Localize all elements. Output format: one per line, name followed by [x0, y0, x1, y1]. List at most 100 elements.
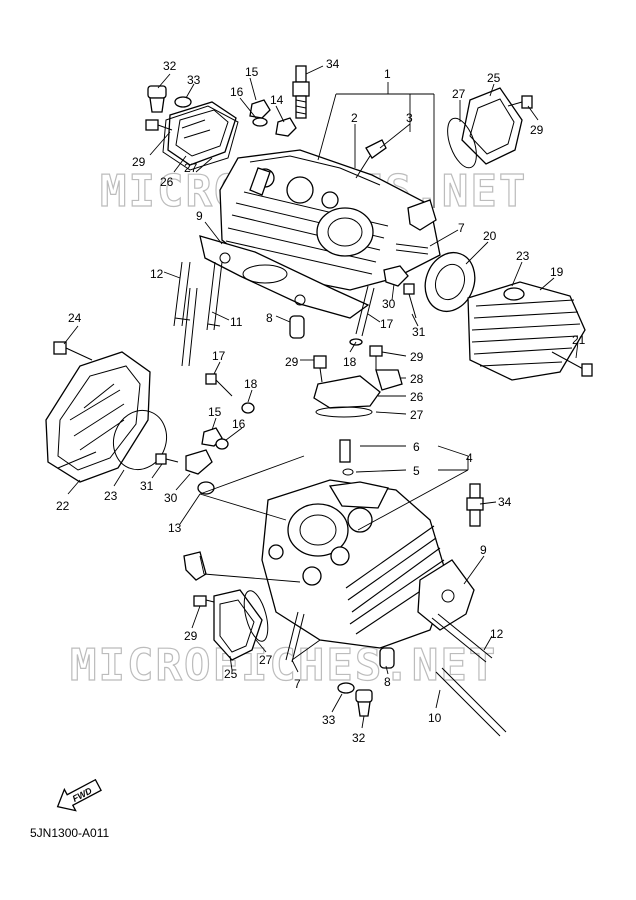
callout-numbers: 32 33 15 34 1 16 14 2 3 25 27 29 29 26 2…: [56, 57, 586, 745]
callout: 15: [208, 405, 222, 419]
callout: 5: [413, 464, 420, 478]
washer-33-upper: [174, 96, 192, 108]
callout: 8: [384, 675, 391, 689]
valve-guide-lower: [339, 439, 354, 476]
callout: 23: [516, 249, 530, 263]
callout: 23: [104, 489, 118, 503]
callout: 29: [184, 629, 198, 643]
intake-fitting-upper: [407, 199, 437, 231]
elbow-fitting-lower: [183, 551, 207, 581]
callout: 26: [160, 175, 174, 189]
bolt-32-lower: [355, 689, 373, 717]
callout: 18: [244, 377, 258, 391]
callout: 31: [140, 479, 154, 493]
bracket-30-left: [185, 449, 213, 475]
callout: 27: [452, 87, 466, 101]
bolt-29-lower-left-mid: [313, 355, 327, 383]
callout: 30: [164, 491, 178, 505]
rear-cylinder-head: [219, 149, 441, 291]
callout: 20: [483, 229, 497, 243]
front-cylinder-head: [261, 479, 449, 649]
callout: 11: [230, 315, 243, 329]
callout: 13: [168, 521, 182, 535]
callout: 32: [163, 59, 177, 73]
gasket-27-lower: [243, 590, 269, 642]
valve-cover-upper: [167, 101, 237, 166]
callout: 34: [326, 57, 340, 71]
callout: 14: [270, 93, 284, 107]
bushing-13: [197, 481, 215, 495]
stud-10: [435, 667, 507, 737]
washer-16-lower: [215, 438, 229, 450]
callout: 27: [259, 653, 273, 667]
callout: 17: [212, 349, 226, 363]
watermark-bottom: MICROFICHES.NET: [70, 640, 497, 691]
callout: 7: [458, 221, 465, 235]
callout: 32: [352, 731, 366, 745]
fin-cover-19: [467, 281, 586, 381]
callout: 29: [410, 350, 424, 364]
callout: 1: [384, 67, 391, 81]
stud-bolts-upper: [173, 261, 223, 367]
callout: 25: [487, 71, 501, 85]
bolt-31-left: [155, 453, 179, 465]
callout: 34: [498, 495, 512, 509]
callout: 27: [184, 161, 198, 175]
callout: 18: [343, 355, 357, 369]
callout: 16: [232, 417, 246, 431]
nut-14: [275, 117, 297, 137]
stud-12-lower: [431, 613, 493, 663]
callout: 9: [480, 543, 487, 557]
dowel-8-lower: [379, 647, 395, 669]
callout: 6: [413, 440, 420, 454]
callout: 25: [224, 667, 238, 681]
callout: 27: [410, 408, 424, 422]
washer-16-upper: [252, 117, 268, 127]
stud-7-lower: [285, 611, 305, 663]
gasket-27-lower-mid: [315, 406, 373, 418]
bolt-29-lower: [193, 595, 215, 607]
callout: 15: [245, 65, 259, 79]
spark-plug-34-upper: [292, 65, 310, 119]
callout: 9: [196, 209, 203, 223]
callout: 8: [266, 311, 273, 325]
callout: 33: [322, 713, 336, 727]
bolt-24: [53, 341, 93, 361]
callout: 21: [572, 333, 586, 347]
document-code: 5JN1300-A011: [30, 826, 110, 840]
washer-33-lower: [337, 682, 355, 694]
stud-17-lower: [205, 373, 233, 397]
callout: 30: [382, 297, 396, 311]
callout: 17: [380, 317, 394, 331]
callout: 2: [351, 111, 358, 125]
cover-25-lower: [213, 589, 263, 661]
callout: 33: [187, 73, 201, 87]
leader-lines: [63, 65, 579, 729]
callout: 7: [294, 677, 301, 691]
nut-15-upper: [249, 99, 271, 119]
gasket-23-left: [113, 409, 167, 471]
washer-18-lower: [241, 402, 255, 414]
spark-plug-34-lower: [466, 483, 484, 527]
callout: 16: [230, 85, 244, 99]
cover-20: [424, 251, 476, 313]
callout: 24: [68, 311, 82, 325]
dowel-8-upper: [289, 315, 305, 339]
bolt-29-upper-right: [507, 95, 533, 109]
callout: 29: [530, 123, 544, 137]
callout: 12: [150, 267, 164, 281]
bracket-30-upper: [383, 265, 409, 287]
gasket-27-upper-right: [447, 117, 477, 169]
valve-guide-upper: [355, 139, 387, 179]
cover-25-upper: [461, 87, 523, 165]
fwd-arrow-icon: FWD: [56, 778, 102, 812]
valve-cover-gasket-upper: [162, 105, 239, 171]
stud-7-upper: [395, 243, 429, 255]
bolt-29-lower-right-mid: [369, 345, 383, 370]
bolt-21: [551, 351, 593, 377]
side-cover-22: [45, 351, 151, 483]
bolt-31-upper: [403, 283, 417, 319]
head-gasket-lower: [417, 559, 475, 631]
